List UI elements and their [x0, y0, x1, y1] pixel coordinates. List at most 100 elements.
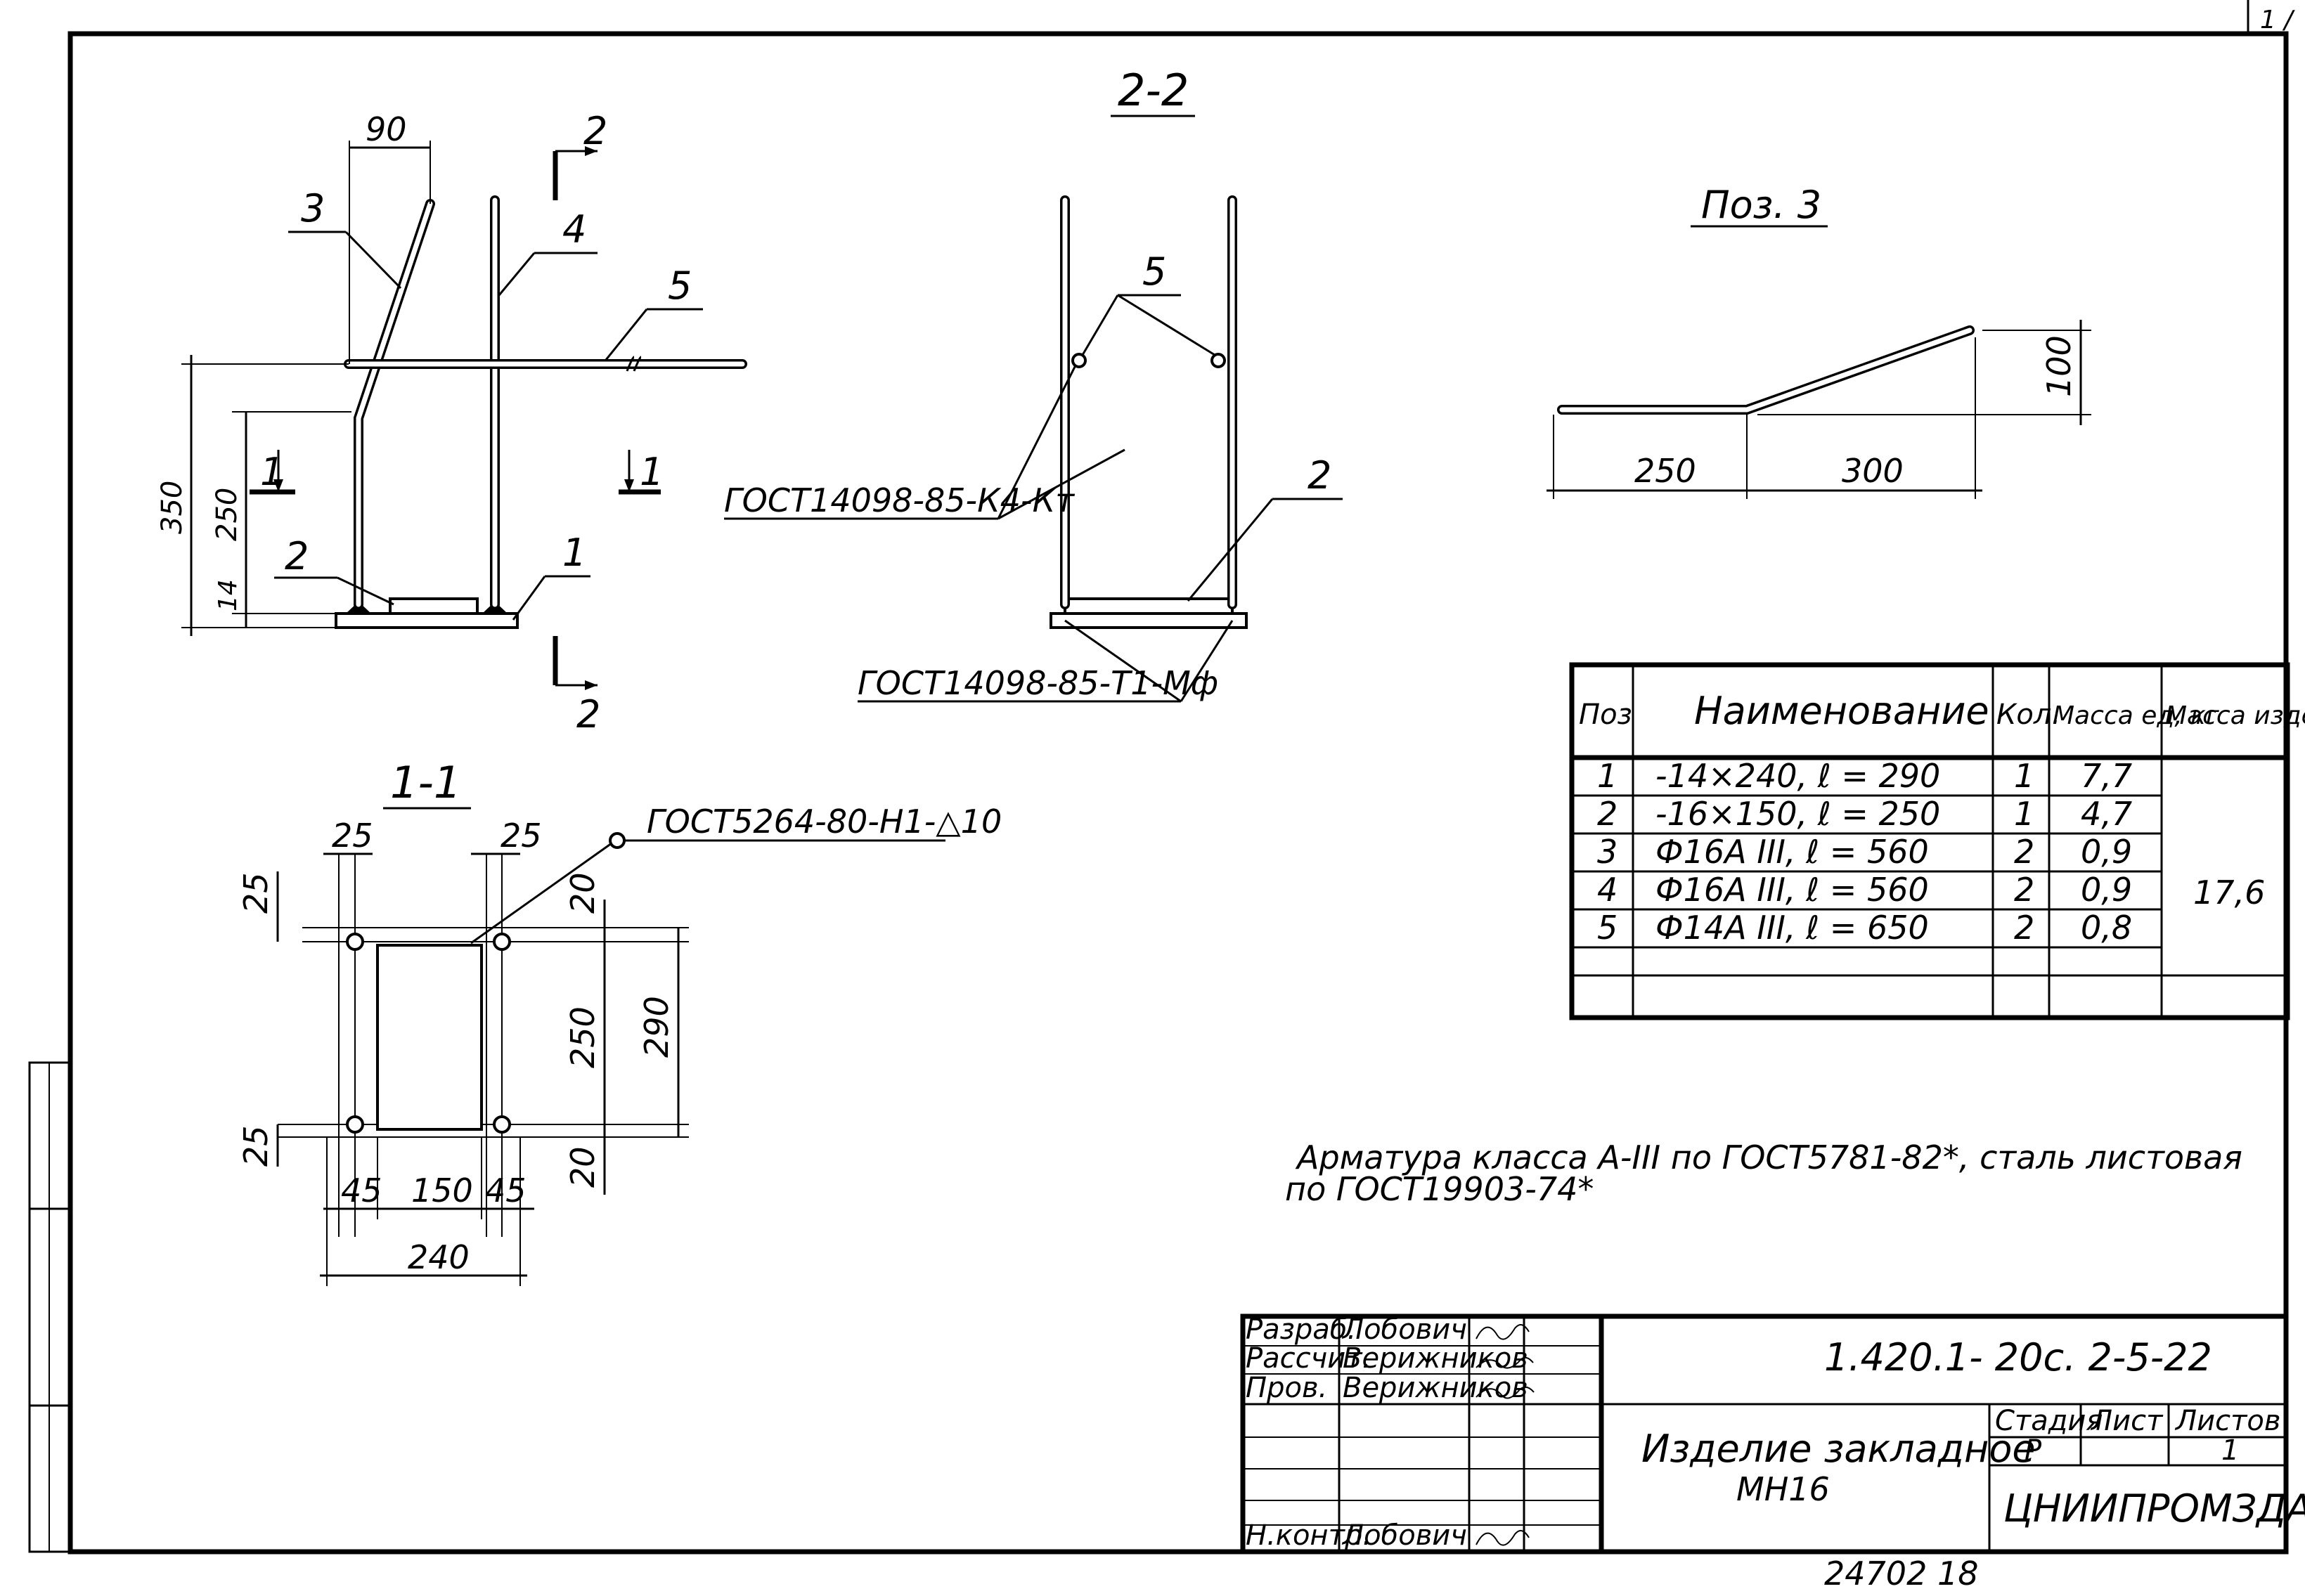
role-norm-control: Н.контр. [1246, 1519, 1371, 1552]
name-calculator: Верижников [1343, 1342, 1528, 1375]
row3-mass: 0,9 [2081, 833, 2132, 871]
name-developer: Лобович [1341, 1313, 1467, 1346]
sheet-header: Лист [2090, 1405, 2164, 1437]
dim-25-left: 25 [237, 872, 275, 914]
plate-2-plan [376, 944, 483, 1131]
row2-name: -16×150, ℓ = 250 [1655, 795, 1940, 833]
signature [1476, 1324, 1530, 1340]
stage-value: Р [2025, 1434, 2042, 1467]
row1-qty: 1 [2014, 757, 2034, 795]
weld-note-bottom: ГОСТ14098-85-Т1-Мф [858, 664, 1218, 702]
bar-3 [354, 199, 435, 609]
row3-qty: 2 [2014, 833, 2034, 871]
dim-350: 350 [156, 481, 188, 534]
footer-number: 24702 18 [1824, 1555, 1979, 1592]
plate-2 [389, 597, 479, 615]
weld-note-1-1: ГОСТ5264-80-Н1-△10 [647, 803, 1002, 841]
pos-3-dim-300: 300 [1842, 452, 1904, 490]
row5-qty: 2 [2014, 909, 2034, 947]
dim-250: 250 [211, 488, 243, 541]
title-block: Разраб. Рассчит. Пров. Н.контр. Лобович … [1240, 1313, 2305, 1555]
bar-hole [493, 1115, 511, 1134]
item-name-line-1: Изделие закладное [1641, 1427, 2036, 1471]
row5-mass: 0,8 [2081, 909, 2132, 947]
cut-1-left: 1 [260, 450, 284, 494]
dim-20-bottom: 20 [564, 1146, 602, 1188]
row5-pos: 5 [1597, 909, 1618, 947]
note-line-2: по ГОСТ19903-74* [1285, 1170, 1594, 1208]
th-name: Наименование [1694, 689, 1989, 733]
row4-name: Ф16А III, ℓ = 560 [1655, 871, 1929, 909]
item-name-line-2: МН16 [1736, 1470, 1830, 1508]
section-1-1: 1-1 25 25 ГОСТ5264-80-Н1-△10 25 25 [237, 757, 1002, 1286]
general-note: Арматура класса А-III по ГОСТ5781-82*, с… [1285, 1138, 2242, 1208]
section-2-2-title: 2-2 [1118, 65, 1189, 116]
cut-1-right: 1 [640, 450, 664, 494]
sheets-value: 1 [2221, 1434, 2239, 1467]
spec-table: Поз Наименование Кол. Масса ед, кг Масса… [1569, 662, 2305, 1020]
row2-pos: 2 [1597, 795, 1618, 833]
cut-2-top: 2 [583, 109, 607, 153]
dim-250-plan: 250 [564, 1006, 602, 1068]
callout-1: 1 [562, 531, 586, 575]
plate-1-section [1050, 612, 1248, 629]
callout-5: 5 [668, 264, 692, 308]
callout-2: 2 [285, 534, 309, 578]
callout-3: 3 [301, 186, 325, 231]
plate-1 [335, 612, 519, 629]
row3-name: Ф16А III, ℓ = 560 [1655, 833, 1929, 871]
cut-2-bottom: 2 [576, 692, 600, 737]
total-mass: 17,6 [2193, 874, 2265, 911]
pos-3-view: Поз. 3 250 300 100 [1547, 183, 2091, 499]
dim-240: 240 [408, 1238, 470, 1276]
bar-hole [346, 933, 364, 951]
name-checker: Верижников [1343, 1372, 1528, 1404]
row2-qty: 1 [2014, 795, 2034, 833]
role-checker: Пров. [1246, 1372, 1327, 1404]
stage-header: Стадия [1995, 1405, 2103, 1437]
signature [1476, 1530, 1530, 1546]
th-unit-mass: Масса ед, кг [2053, 701, 2220, 730]
th-qty: Кол. [1996, 699, 2060, 731]
dim-25-tr: 25 [501, 817, 542, 855]
bar-hole [493, 933, 511, 951]
section-2-2-callout-2: 2 [1308, 453, 1331, 498]
role-calculator: Рассчит. [1246, 1342, 1371, 1375]
section-2-2-callout-5: 5 [1142, 249, 1166, 294]
th-item-mass: Масса изделия, кг [2165, 701, 2305, 730]
main-view: 90 350 250 14 3 4 5 2 1 2 [156, 109, 747, 737]
row1-pos: 1 [1597, 757, 1618, 795]
dim-150: 150 [411, 1172, 473, 1209]
dim-20-top: 20 [564, 872, 602, 914]
dim-90: 90 [366, 110, 407, 148]
dim-25-tl: 25 [332, 817, 373, 855]
section-2-2: 2-2 5 ГОСТ14098-85-К4-Кт 2 ГОСТ14098-85-… [724, 65, 1343, 703]
dim-45-left: 45 [341, 1172, 382, 1209]
dim-25-bottom-left: 25 [237, 1125, 275, 1167]
row4-qty: 2 [2014, 871, 2034, 909]
row1-name: -14×240, ℓ = 290 [1655, 757, 1940, 795]
document-code: 1.420.1- 20с. 2-5-22 [1824, 1335, 2212, 1380]
name-norm-control: Лобович [1341, 1519, 1467, 1552]
th-pos: Поз [1579, 699, 1632, 731]
bar-5-section-left [1071, 353, 1087, 368]
pos-3-dim-250: 250 [1634, 452, 1696, 490]
signature [1476, 1356, 1534, 1369]
plate-2-section [1064, 597, 1234, 615]
pos-3-title: Поз. 3 [1701, 183, 1821, 227]
row2-mass: 4,7 [2081, 795, 2132, 833]
signature [1476, 1386, 1535, 1399]
role-developer: Разраб. [1246, 1313, 1356, 1346]
left-stamp-strip [28, 1061, 72, 1553]
bar-5-section-right [1210, 353, 1226, 368]
dim-14: 14 [214, 579, 243, 611]
note-line-1: Арматура класса А-III по ГОСТ5781-82*, с… [1295, 1138, 2242, 1176]
dim-290-plan: 290 [638, 996, 676, 1058]
weld-note-top: ГОСТ14098-85-К4-Кт [724, 481, 1075, 519]
section-1-1-title: 1-1 [390, 757, 461, 808]
callout-4: 4 [562, 207, 586, 252]
dim-45-right: 45 [485, 1172, 527, 1209]
bar-hole [346, 1115, 364, 1134]
corner-tag: 1 / [2260, 6, 2295, 34]
